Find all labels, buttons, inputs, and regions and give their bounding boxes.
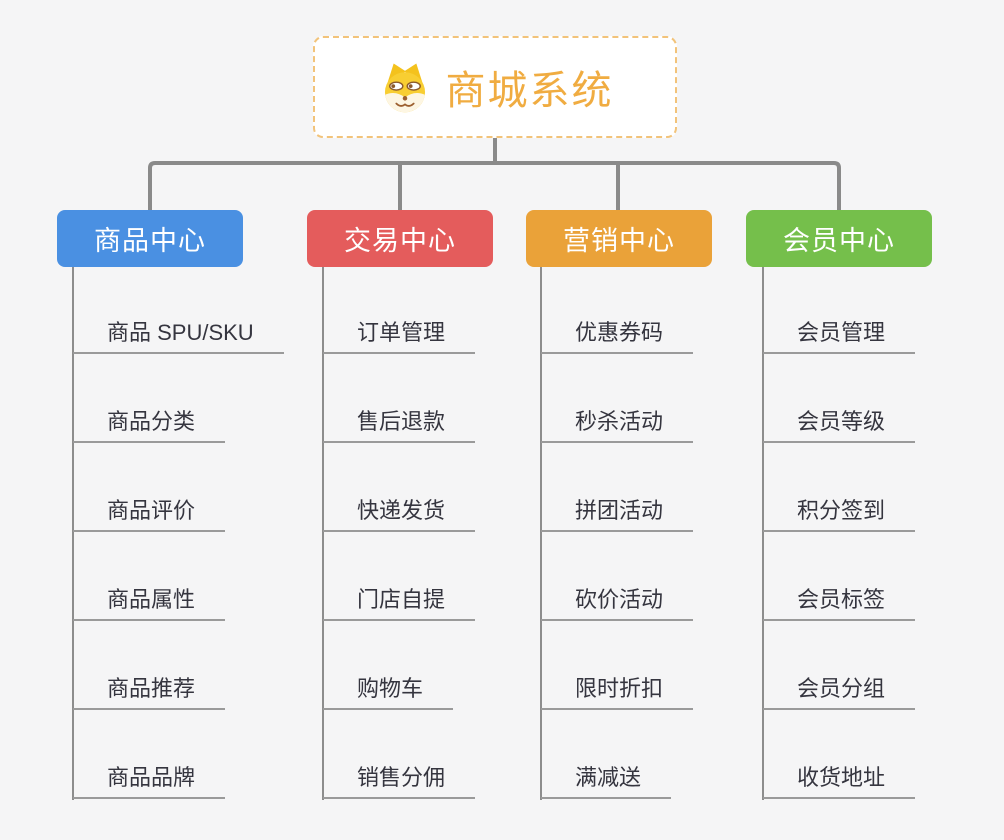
leaf-order-management[interactable]: 订单管理 xyxy=(323,312,476,354)
branch-button-trade-center[interactable]: 交易中心 xyxy=(307,210,493,267)
leaf-after-sale-refund[interactable]: 售后退款 xyxy=(323,401,476,443)
leaf-flash-sale[interactable]: 秒杀活动 xyxy=(541,401,694,443)
leaf-shipping-address[interactable]: 收货地址 xyxy=(763,757,916,799)
leaf-sales-commission[interactable]: 销售分佣 xyxy=(323,757,476,799)
leaf-express-delivery[interactable]: 快递发货 xyxy=(323,490,476,532)
leaf-product-category[interactable]: 商品分类 xyxy=(73,401,226,443)
branch-button-member-center[interactable]: 会员中心 xyxy=(746,210,932,267)
leaf-product-spu-sku[interactable]: 商品 SPU/SKU xyxy=(73,312,284,354)
leaf-member-group[interactable]: 会员分组 xyxy=(763,668,916,710)
leaf-member-management[interactable]: 会员管理 xyxy=(763,312,916,354)
leaf-member-tag[interactable]: 会员标签 xyxy=(763,579,916,621)
leaf-coupon-code[interactable]: 优惠券码 xyxy=(541,312,694,354)
leaf-store-pickup[interactable]: 门店自提 xyxy=(323,579,476,621)
leaf-full-reduction[interactable]: 满减送 xyxy=(541,757,672,799)
leaf-shopping-cart[interactable]: 购物车 xyxy=(323,668,454,710)
leaf-limited-discount[interactable]: 限时折扣 xyxy=(541,668,694,710)
leaf-product-brand[interactable]: 商品品牌 xyxy=(73,757,226,799)
leaf-product-review[interactable]: 商品评价 xyxy=(73,490,226,532)
root-title: 商城系统 xyxy=(445,69,614,113)
leaf-member-level[interactable]: 会员等级 xyxy=(763,401,916,443)
leaf-group-buying[interactable]: 拼团活动 xyxy=(541,490,694,532)
leaf-points-checkin[interactable]: 积分签到 xyxy=(763,490,916,532)
branch-button-marketing-center[interactable]: 营销中心 xyxy=(526,210,712,267)
leaf-product-recommend[interactable]: 商品推荐 xyxy=(73,668,226,710)
leaf-product-attribute[interactable]: 商品属性 xyxy=(73,579,226,621)
root-node[interactable]: 商城系统 xyxy=(313,36,677,138)
leaf-bargain-activity[interactable]: 砍价活动 xyxy=(541,579,694,621)
branch-button-product-center[interactable]: 商品中心 xyxy=(57,210,243,267)
shiba-dog-icon xyxy=(384,63,425,113)
